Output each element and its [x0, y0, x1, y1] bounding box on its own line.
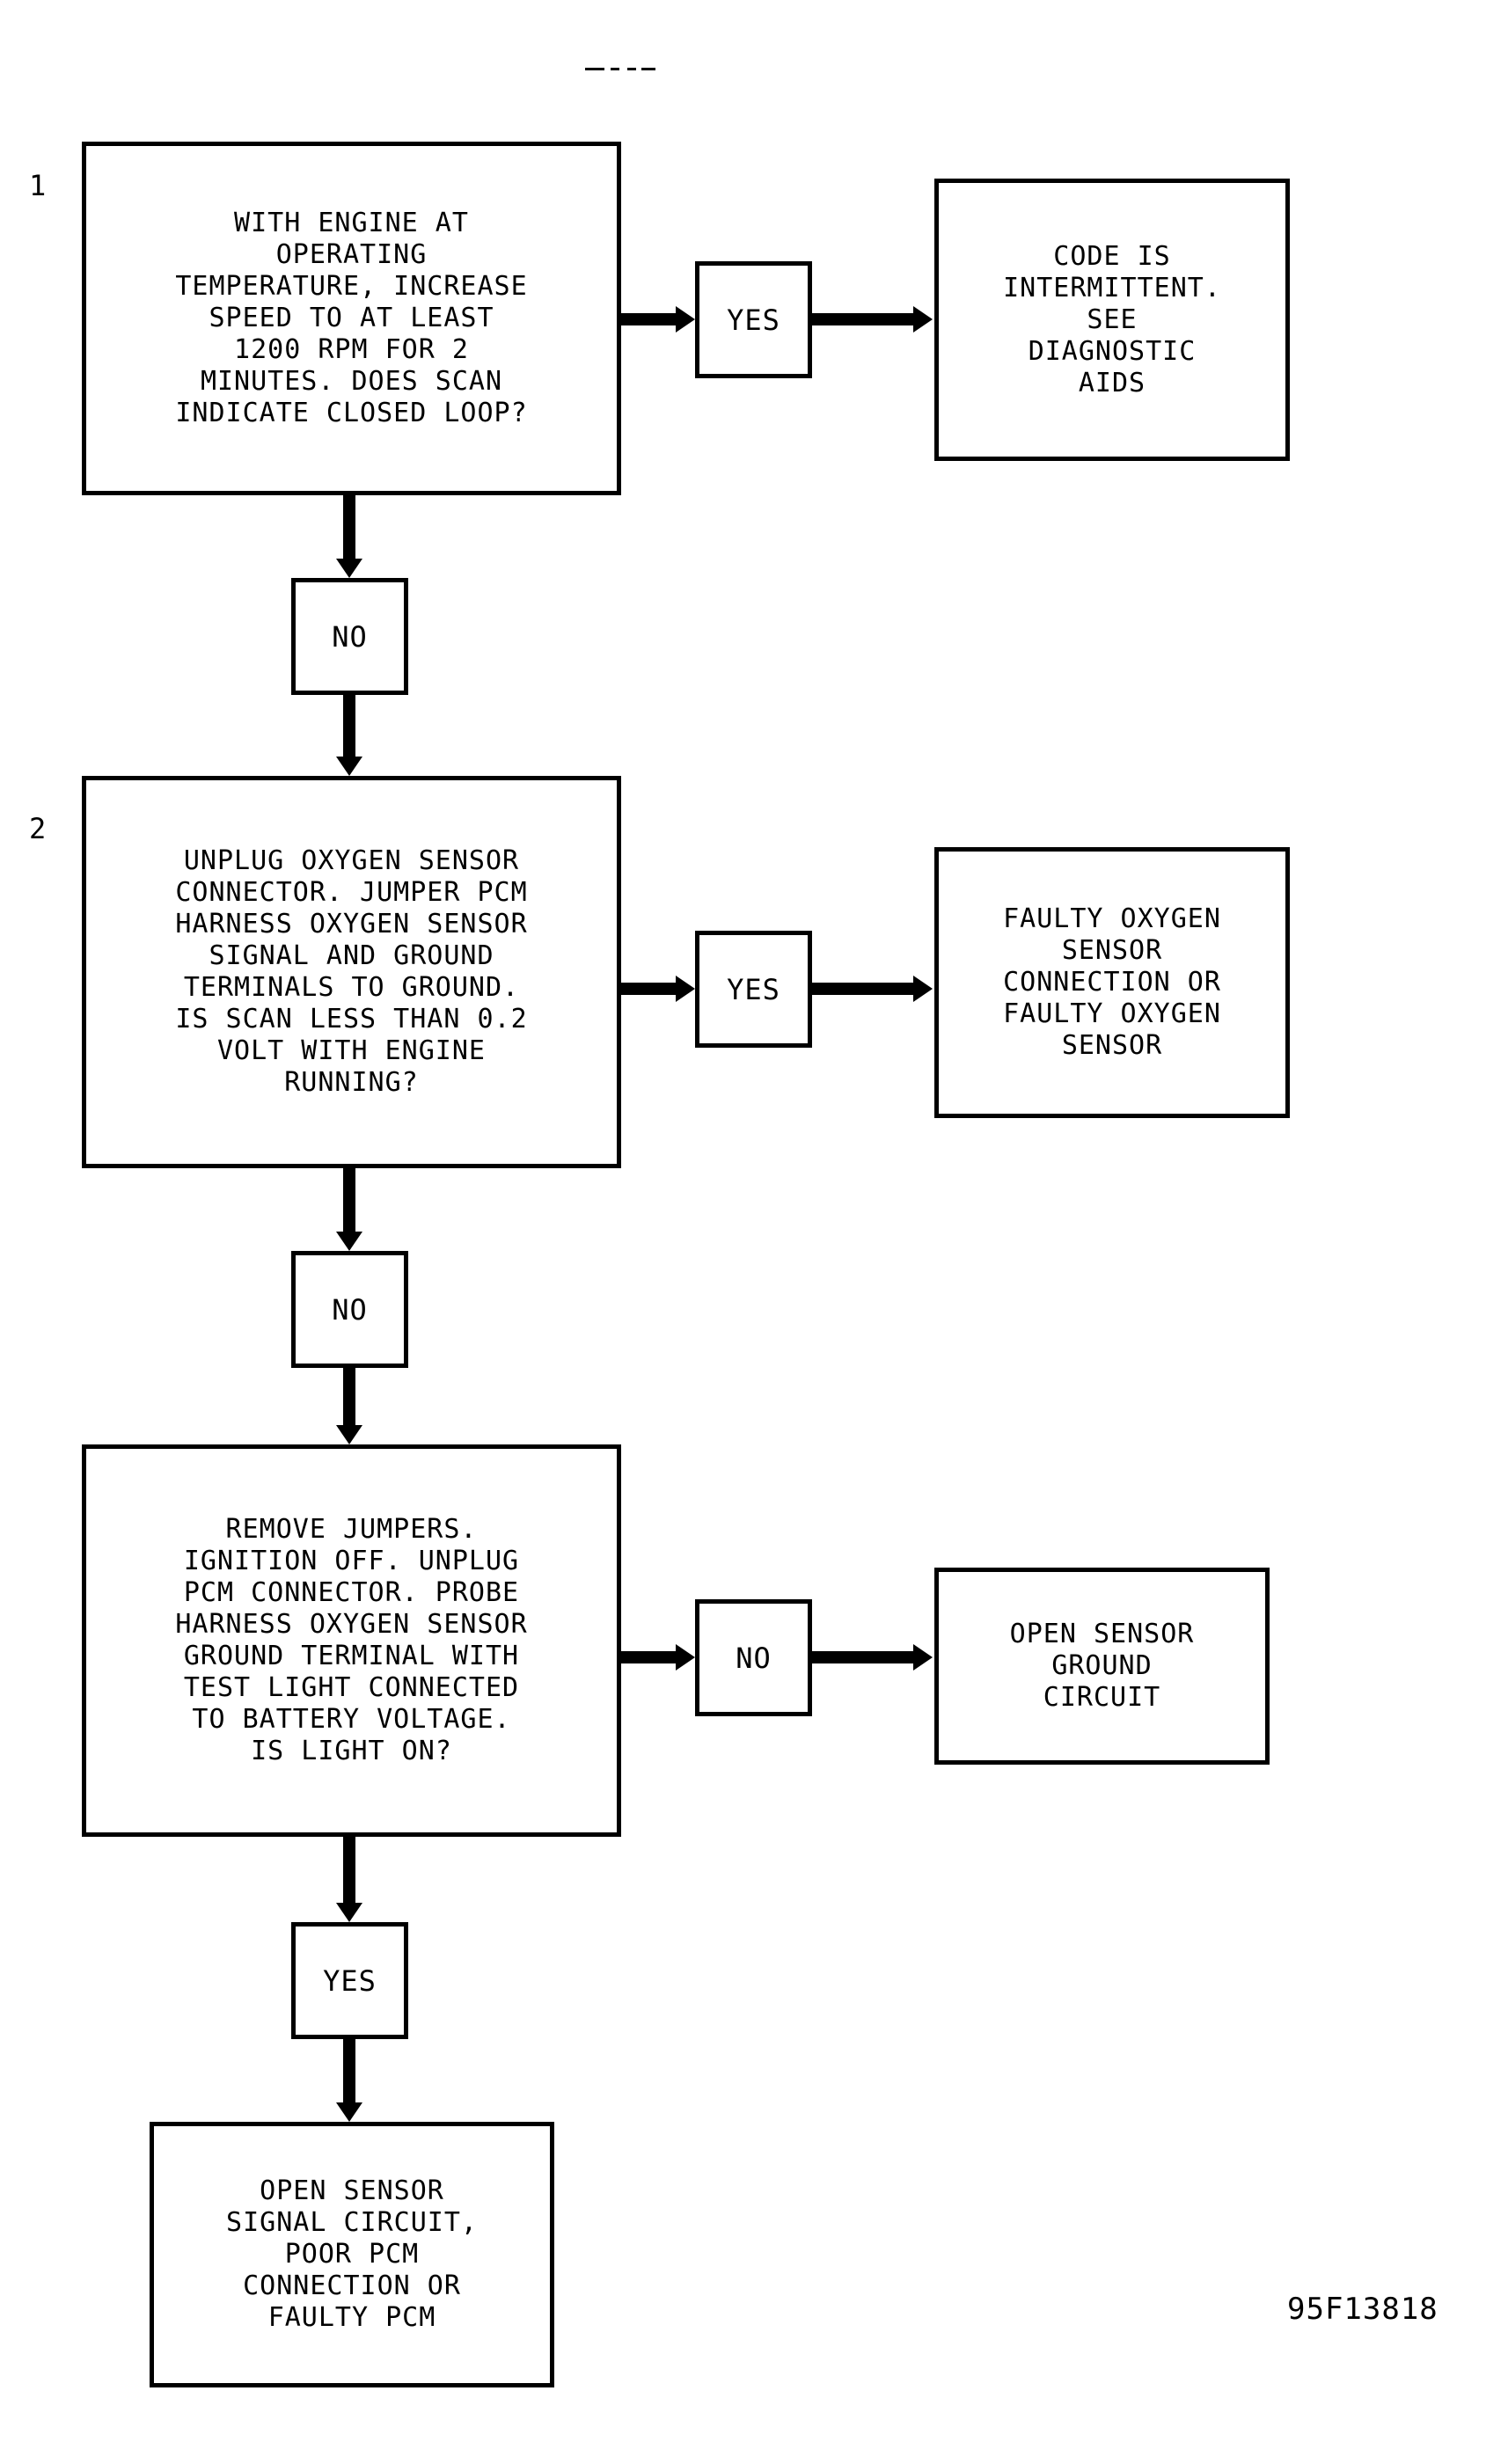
connector-step1-to-no1 [343, 495, 355, 559]
outcome-1-text: CODE IS INTERMITTENT. SEE DIAGNOSTIC AID… [1003, 240, 1221, 398]
connector-step3-to-no3 [621, 1651, 676, 1663]
arrowhead-no2-to-step3 [336, 1425, 362, 1444]
step-number-1: 1 [29, 169, 47, 202]
connector-yes1-to-outcome1 [812, 313, 913, 325]
step-1-text: WITH ENGINE AT OPERATING TEMPERATURE, IN… [175, 208, 528, 428]
arrowhead-no3-to-outcome3 [913, 1644, 933, 1671]
decision-no-3[interactable]: NO [695, 1599, 812, 1716]
outcome-1-box[interactable]: CODE IS INTERMITTENT. SEE DIAGNOSTIC AID… [934, 179, 1290, 461]
step-number-2: 2 [29, 812, 47, 845]
decision-yes-1-label: YES [727, 303, 780, 337]
decision-no-2[interactable]: NO [291, 1251, 408, 1368]
top-dash-artifact-4 [641, 68, 655, 70]
connector-no1-to-step2 [343, 695, 355, 757]
arrowhead-step3-to-no3 [676, 1644, 695, 1671]
arrowhead-yes2-to-outcome2 [913, 976, 933, 1002]
arrowhead-yes1-to-outcome1 [913, 306, 933, 333]
connector-no2-to-step3 [343, 1368, 355, 1425]
connector-step1-to-yes1 [621, 313, 676, 325]
top-dash-artifact-2 [611, 68, 619, 70]
connector-yes3-to-outcome4 [343, 2039, 355, 2102]
step-1-box[interactable]: WITH ENGINE AT OPERATING TEMPERATURE, IN… [82, 142, 621, 495]
figure-code-label: 95F13818 [1287, 2292, 1438, 2327]
decision-no-3-label: NO [736, 1641, 772, 1675]
decision-yes-1[interactable]: YES [695, 261, 812, 378]
outcome-3-text: OPEN SENSOR GROUND CIRCUIT [1009, 1619, 1195, 1713]
decision-no-1[interactable]: NO [291, 578, 408, 695]
outcome-4-text: OPEN SENSOR SIGNAL CIRCUIT, POOR PCM CON… [226, 2175, 478, 2333]
outcome-2-text: FAULTY OXYGEN SENSOR CONNECTION OR FAULT… [1003, 903, 1221, 1061]
step-3-box[interactable]: REMOVE JUMPERS. IGNITION OFF. UNPLUG PCM… [82, 1444, 621, 1837]
outcome-3-box[interactable]: OPEN SENSOR GROUND CIRCUIT [934, 1568, 1270, 1765]
outcome-4-box[interactable]: OPEN SENSOR SIGNAL CIRCUIT, POOR PCM CON… [150, 2122, 554, 2387]
arrowhead-step2-to-no2 [336, 1232, 362, 1251]
top-dash-artifact-1 [585, 68, 604, 70]
decision-yes-3-label: YES [323, 1963, 377, 1998]
decision-no-2-label: NO [332, 1292, 368, 1327]
connector-step3-to-yes3 [343, 1837, 355, 1903]
decision-no-1-label: NO [332, 619, 368, 654]
decision-yes-2[interactable]: YES [695, 931, 812, 1048]
arrowhead-step1-to-no1 [336, 559, 362, 578]
top-dash-artifact-3 [627, 68, 636, 70]
connector-no3-to-outcome3 [812, 1651, 913, 1663]
arrowhead-step2-to-yes2 [676, 976, 695, 1002]
step-2-box[interactable]: UNPLUG OXYGEN SENSOR CONNECTOR. JUMPER P… [82, 776, 621, 1168]
arrowhead-no1-to-step2 [336, 757, 362, 776]
connector-yes2-to-outcome2 [812, 983, 913, 995]
arrowhead-yes3-to-outcome4 [336, 2102, 362, 2122]
arrowhead-step3-to-yes3 [336, 1903, 362, 1922]
decision-yes-3[interactable]: YES [291, 1922, 408, 2039]
outcome-2-box[interactable]: FAULTY OXYGEN SENSOR CONNECTION OR FAULT… [934, 847, 1290, 1118]
connector-step2-to-no2 [343, 1168, 355, 1232]
connector-step2-to-yes2 [621, 983, 676, 995]
step-3-text: REMOVE JUMPERS. IGNITION OFF. UNPLUG PCM… [175, 1514, 528, 1766]
step-2-text: UNPLUG OXYGEN SENSOR CONNECTOR. JUMPER P… [175, 845, 528, 1098]
decision-yes-2-label: YES [727, 972, 780, 1006]
arrowhead-step1-to-yes1 [676, 306, 695, 333]
